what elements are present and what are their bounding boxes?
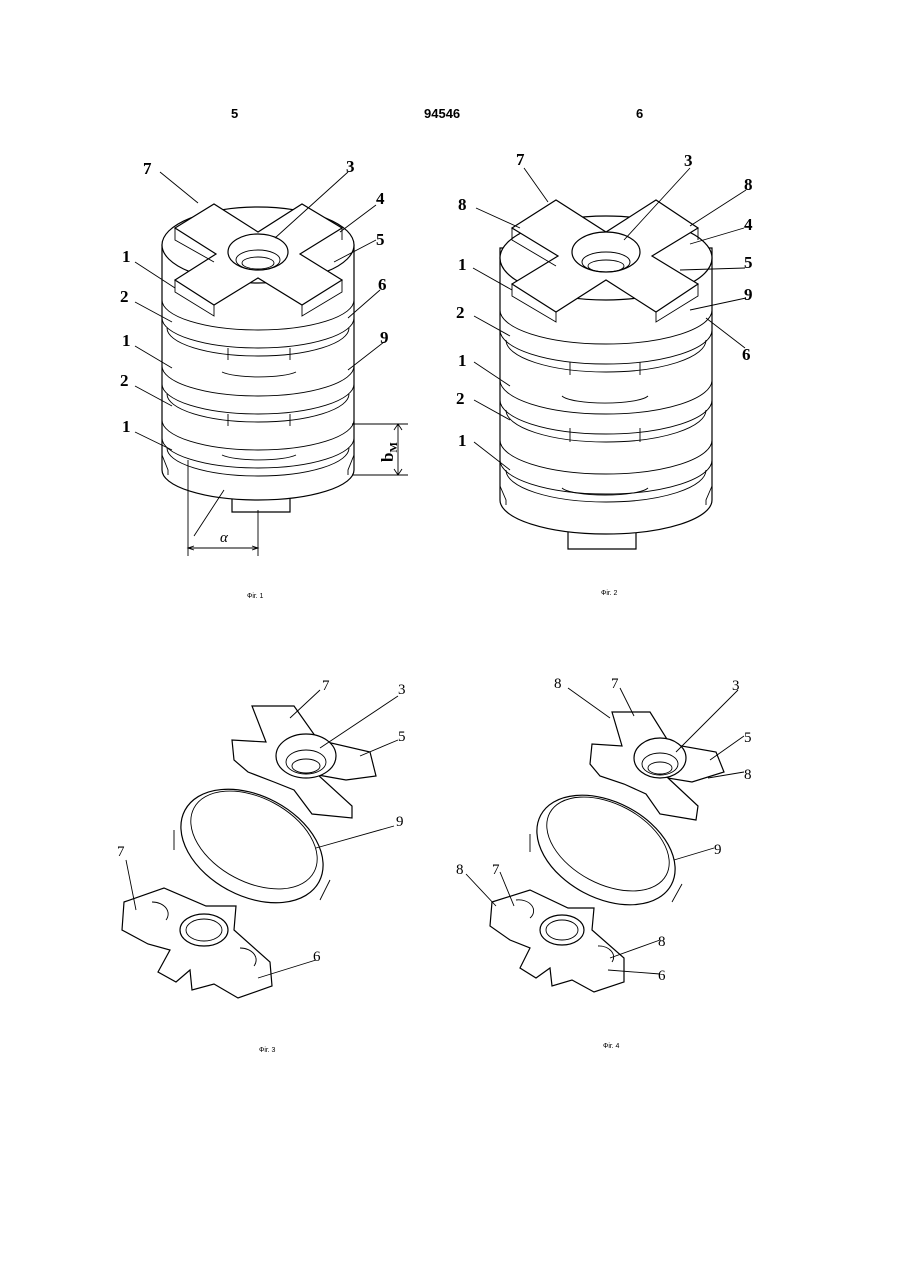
fig4-label-8c: 8 [456, 862, 464, 878]
fig2-label-5: 5 [744, 253, 753, 272]
figure-2: 7 3 8 8 4 1 5 9 2 6 1 2 1 Фіг. 2 [456, 150, 753, 597]
fig4-label-7b: 7 [492, 862, 500, 878]
fig3-label-6: 6 [313, 949, 321, 965]
figure-4: 8 7 3 5 8 9 8 7 8 6 Фіг. 4 [456, 676, 752, 1050]
fig1-label-4: 4 [376, 189, 385, 208]
fig4-label-8a: 8 [554, 676, 562, 692]
fig2-label-4: 4 [744, 215, 753, 234]
fig2-label-9: 9 [744, 285, 753, 304]
fig2-label-8b: 8 [458, 195, 467, 214]
fig3-label-7a: 7 [322, 678, 330, 694]
fig4-label-6: 6 [658, 968, 666, 984]
fig3-label-3: 3 [398, 682, 406, 698]
fig2-label-7: 7 [516, 150, 525, 169]
fig2-label-1b: 1 [458, 351, 467, 370]
fig2-label-1a: 1 [458, 255, 467, 274]
fig2-caption: Фіг. 2 [601, 589, 617, 597]
fig1-label-1b: 1 [122, 331, 131, 350]
fig1-label-alpha: α [220, 530, 229, 546]
fig1-caption: Фіг. 1 [247, 592, 263, 600]
fig4-caption: Фіг. 4 [603, 1042, 619, 1050]
fig3-caption: Фіг. 3 [259, 1046, 275, 1054]
fig3-label-9: 9 [396, 814, 404, 830]
figure-1: 7 3 4 5 1 2 6 1 9 2 1 bM α Фіг. 1 [120, 157, 408, 600]
fig1-label-bM: bM [378, 442, 400, 462]
fig3-label-7b: 7 [117, 844, 125, 860]
fig4-label-8b: 8 [744, 767, 752, 783]
fig4-label-3: 3 [732, 678, 740, 694]
fig1-label-3: 3 [346, 157, 355, 176]
fig4-label-9: 9 [714, 842, 722, 858]
fig4-label-7a: 7 [611, 676, 619, 692]
fig1-label-2a: 2 [120, 287, 129, 306]
fig2-label-2b: 2 [456, 389, 465, 408]
fig2-label-2a: 2 [456, 303, 465, 322]
fig1-label-2b: 2 [120, 371, 129, 390]
fig1-label-5: 5 [376, 230, 385, 249]
fig2-label-6: 6 [742, 345, 751, 364]
fig1-label-1c: 1 [122, 417, 131, 436]
fig2-label-8a: 8 [744, 175, 753, 194]
fig4-label-8d: 8 [658, 934, 666, 950]
fig1-label-6: 6 [378, 275, 387, 294]
fig4-label-5: 5 [744, 730, 752, 746]
fig1-label-1a: 1 [122, 247, 131, 266]
fig1-label-7: 7 [143, 159, 152, 178]
fig2-label-1c: 1 [458, 431, 467, 450]
figure-3: 7 3 5 9 7 6 Фіг. 3 [117, 678, 406, 1054]
fig3-label-5: 5 [398, 729, 406, 745]
fig2-label-3: 3 [684, 151, 693, 170]
fig1-label-9: 9 [380, 328, 389, 347]
